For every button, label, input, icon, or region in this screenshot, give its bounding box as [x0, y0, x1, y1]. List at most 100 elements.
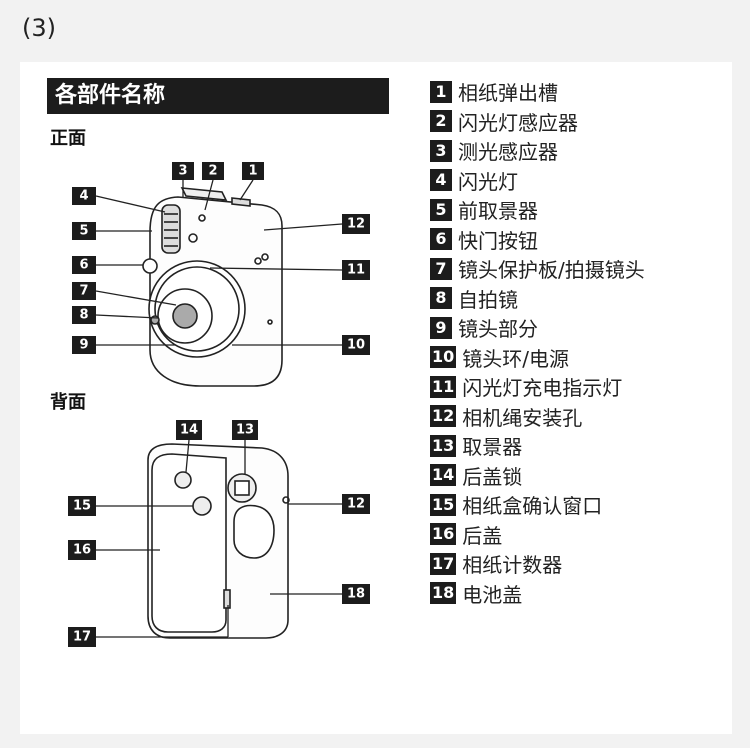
list-item: 4 闪光灯: [430, 166, 645, 196]
part-name: 相纸弹出槽: [458, 81, 558, 106]
front-callout-11-label: 11: [347, 263, 365, 278]
back-callout-14: 14: [176, 420, 202, 440]
part-name: 闪光灯感应器: [458, 110, 578, 135]
front-callout-5: 5: [72, 222, 96, 240]
part-name: 相纸盒确认窗口: [462, 494, 603, 519]
back-callout-17-label: 17: [73, 630, 91, 645]
part-name: 闪光灯充电指示灯: [462, 376, 623, 401]
part-name: 闪光灯: [458, 169, 518, 194]
part-number: 8: [430, 287, 452, 310]
part-number: 4: [430, 169, 452, 192]
front-callout-5-label: 5: [79, 224, 88, 239]
list-item: 8 自拍镜: [430, 284, 645, 314]
front-callout-3-label: 3: [178, 164, 187, 179]
back-callout-12-label: 12: [347, 497, 365, 512]
content-panel: [20, 62, 732, 734]
front-callout-7-label: 7: [79, 284, 88, 299]
front-callout-9-label: 9: [79, 338, 88, 353]
back-callout-14-label: 14: [180, 423, 198, 438]
part-name: 快门按钮: [458, 228, 538, 253]
part-name: 取景器: [462, 435, 523, 460]
list-item: 6 快门按钮: [430, 225, 645, 255]
part-name: 电池盖: [462, 582, 523, 607]
part-number: 10: [430, 346, 457, 369]
front-callout-9: 9: [72, 336, 96, 354]
front-callout-8: 8: [72, 306, 96, 324]
part-name: 测光感应器: [458, 140, 558, 165]
back-callout-12: 12: [342, 494, 370, 514]
front-callout-1-label: 1: [248, 164, 257, 179]
part-number: 16: [430, 523, 457, 546]
part-number: 5: [430, 198, 452, 221]
back-callout-18: 18: [342, 584, 370, 604]
part-name: 后盖锁: [462, 464, 523, 489]
front-callout-6-label: 6: [79, 258, 88, 273]
part-number: 17: [430, 552, 457, 575]
back-camera-illustration: [147, 443, 290, 639]
part-number: 6: [430, 228, 452, 251]
front-callout-6: 6: [72, 256, 96, 274]
part-name: 镜头环/电源: [462, 346, 570, 371]
back-callout-16-label: 16: [73, 543, 91, 558]
back-view-label: 背面: [50, 392, 86, 413]
part-number: 9: [430, 316, 452, 339]
front-callout-3: 3: [172, 162, 194, 180]
part-number: 2: [430, 110, 452, 133]
front-callout-11: 11: [342, 260, 370, 280]
front-callout-1: 1: [242, 162, 264, 180]
parts-list: 1 相纸弹出槽 2 闪光灯感应器 3 测光感应器 4 闪光灯 5 前取景器 6 快门按钮 7…: [430, 77, 645, 608]
part-number: 11: [430, 375, 457, 398]
list-item: 2 闪光灯感应器: [430, 107, 645, 137]
front-callout-10-label: 10: [347, 338, 365, 353]
part-number: 18: [430, 582, 457, 605]
front-callout-12-label: 12: [347, 217, 365, 232]
back-callout-16: 16: [68, 540, 96, 560]
back-callout-18-label: 18: [347, 587, 365, 602]
list-item: 1 相纸弹出槽: [430, 77, 645, 107]
part-number: 15: [430, 493, 457, 516]
back-callout-15-label: 15: [73, 499, 91, 514]
part-number: 1: [430, 80, 452, 103]
part-name: 镜头部分: [458, 317, 538, 342]
back-callout-13: 13: [232, 420, 258, 440]
front-callout-12: 12: [342, 214, 370, 234]
front-callout-2: 2: [202, 162, 224, 180]
front-leader-lines: [95, 179, 343, 346]
front-view-label: 正面: [50, 128, 86, 149]
part-name: 自拍镜: [458, 287, 518, 312]
part-name: 镜头保护板/拍摄镜头: [458, 258, 645, 283]
front-callout-4-label: 4: [79, 189, 88, 204]
back-callout-17: 17: [68, 627, 96, 647]
part-name: 相机绳安装孔: [462, 405, 583, 430]
front-callout-7: 7: [72, 282, 96, 300]
back-leader-lines: [96, 439, 342, 638]
part-name: 前取景器: [458, 199, 538, 224]
part-number: 14: [430, 464, 457, 487]
front-camera-illustration: [142, 187, 283, 387]
list-item: 3 测光感应器: [430, 136, 645, 166]
page-number: (3): [22, 14, 56, 42]
front-callout-2-label: 2: [208, 164, 217, 179]
front-callout-8-label: 8: [79, 308, 88, 323]
part-number: 13: [430, 434, 457, 457]
part-number: 12: [430, 405, 457, 428]
front-callout-4: 4: [72, 187, 96, 205]
section-title: 各部件名称: [47, 78, 389, 114]
front-callout-10: 10: [342, 335, 370, 355]
back-callout-13-label: 13: [236, 423, 254, 438]
back-callout-15: 15: [68, 496, 96, 516]
part-number: 3: [430, 139, 452, 162]
part-name: 相纸计数器: [462, 553, 563, 578]
list-item: 5 前取景器: [430, 195, 645, 225]
part-name: 后盖: [462, 523, 503, 548]
